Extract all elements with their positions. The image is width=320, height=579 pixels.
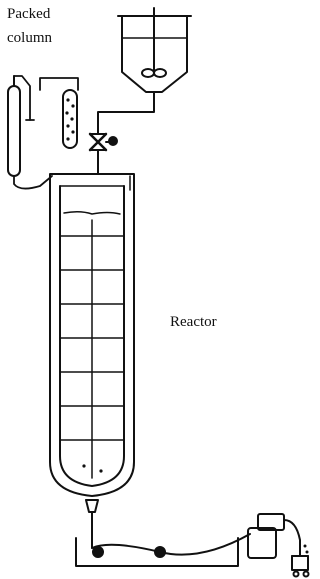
pump-icon (247, 513, 310, 578)
reactor-vessel (49, 173, 135, 497)
reactor-label: Reactor (170, 314, 217, 330)
packing-icon (65, 98, 75, 141)
packed-column (7, 75, 79, 190)
packed-column-label-line1: Packed (7, 6, 51, 22)
reactor-grid (59, 219, 125, 479)
valve-icon (88, 132, 118, 152)
packed-column-label-line2: column (7, 30, 52, 46)
collection-tray (75, 533, 251, 567)
feed-line (97, 91, 155, 174)
bottom-outlet (85, 499, 99, 549)
stirrer-icon (141, 7, 167, 78)
feed-vessel (117, 7, 192, 93)
